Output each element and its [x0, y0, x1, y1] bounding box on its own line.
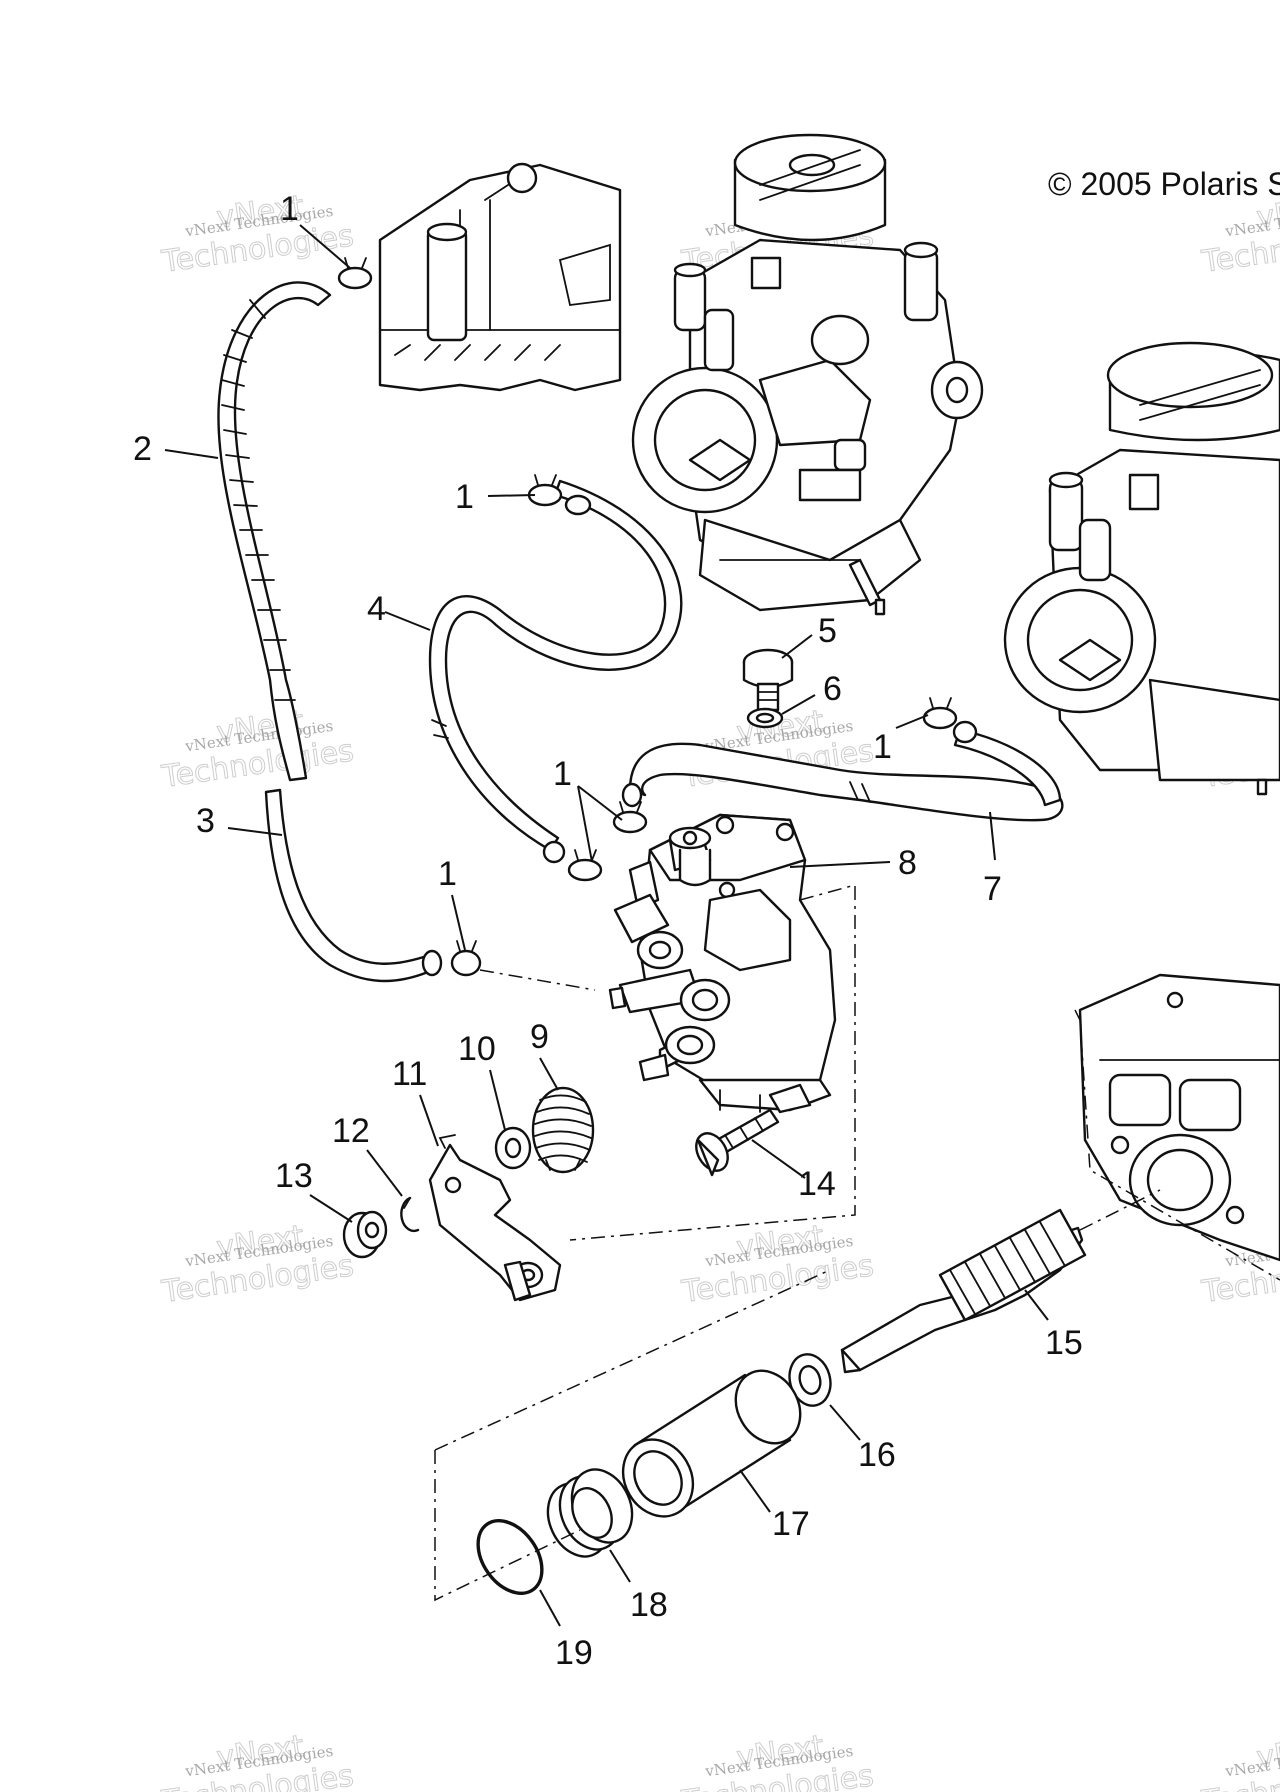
- flat-washer: [494, 1126, 532, 1170]
- clamp-pump-top: [612, 801, 648, 834]
- watermark: Technologies vNext vNext Technologies: [159, 188, 357, 280]
- drive-shaft: [840, 1189, 1161, 1374]
- callout-11: 11: [392, 1055, 427, 1093]
- callout-1: 1: [553, 755, 572, 793]
- hoses: [217, 281, 1064, 983]
- copyright-notice: © 2005 Polaris S: [1048, 166, 1280, 202]
- clamp-pump-left: [567, 849, 603, 882]
- return-spring: [531, 1086, 595, 1174]
- crankcase-lower: [1074, 973, 1280, 1281]
- clamp-carb-upper: [527, 474, 563, 507]
- assembly-line: [434, 1269, 831, 1451]
- callout-1: 1: [455, 478, 474, 516]
- callout-10: 10: [458, 1030, 496, 1068]
- pump-bolt: [695, 1108, 780, 1177]
- callout-14: 14: [798, 1165, 836, 1203]
- callout-17: 17: [772, 1505, 810, 1543]
- callout-3: 3: [196, 802, 215, 840]
- retaining-clip: [400, 1196, 420, 1233]
- callout-1: 1: [438, 855, 457, 893]
- lock-nut: [342, 1210, 388, 1259]
- callout-6: 6: [823, 670, 842, 708]
- hose-clamps: [337, 257, 958, 977]
- shaft-sleeve: [621, 1369, 802, 1518]
- clamp-hose3: [450, 940, 482, 977]
- carburetor-upper: [631, 133, 984, 616]
- callout-19: 19: [555, 1634, 593, 1672]
- carburetor-lower-right: [1003, 341, 1280, 796]
- callout-18: 18: [630, 1586, 668, 1624]
- assembly-line: [434, 1450, 581, 1602]
- callout-1: 1: [873, 728, 892, 766]
- watermark: Technologies vNext vNext Technologies: [679, 1218, 877, 1310]
- watermark: Technologies vNext vNext Technologies: [679, 1728, 877, 1792]
- watermark: Technologies vNext vNext Technologies: [1199, 1728, 1280, 1792]
- callout-4: 4: [367, 590, 386, 628]
- callout-9: 9: [530, 1018, 549, 1056]
- sealing-washer: [746, 707, 784, 729]
- clamp-upper-left: [337, 257, 373, 290]
- throttle-lever: [428, 1134, 562, 1302]
- callouts: 1 2 3 4 1 5 6 1 1 1 7 8 9 10 11 12 13 14…: [133, 190, 1083, 1672]
- callout-15: 15: [1045, 1324, 1083, 1362]
- leader-lines: [164, 224, 1049, 1627]
- callout-7: 7: [983, 870, 1002, 908]
- callout-8: 8: [898, 844, 917, 882]
- callout-5: 5: [818, 612, 837, 650]
- callout-12: 12: [332, 1112, 370, 1150]
- callout-2: 2: [133, 430, 152, 468]
- callout-1: 1: [280, 190, 299, 228]
- clamp-right: [922, 697, 958, 730]
- thrust-washer: [788, 1353, 832, 1407]
- crankcase-section: [378, 162, 622, 392]
- callout-16: 16: [858, 1436, 896, 1474]
- banjo-bolt: [742, 648, 794, 712]
- oil-pump: [479, 813, 856, 1241]
- o-ring: [476, 1519, 544, 1595]
- watermark: Technologies vNext vNext Technologies: [159, 1728, 357, 1792]
- callout-13: 13: [275, 1157, 313, 1195]
- watermark: Technologies vNext vNext Technologies: [159, 703, 357, 795]
- watermark: Technologies vNext vNext Technologies: [159, 1218, 357, 1310]
